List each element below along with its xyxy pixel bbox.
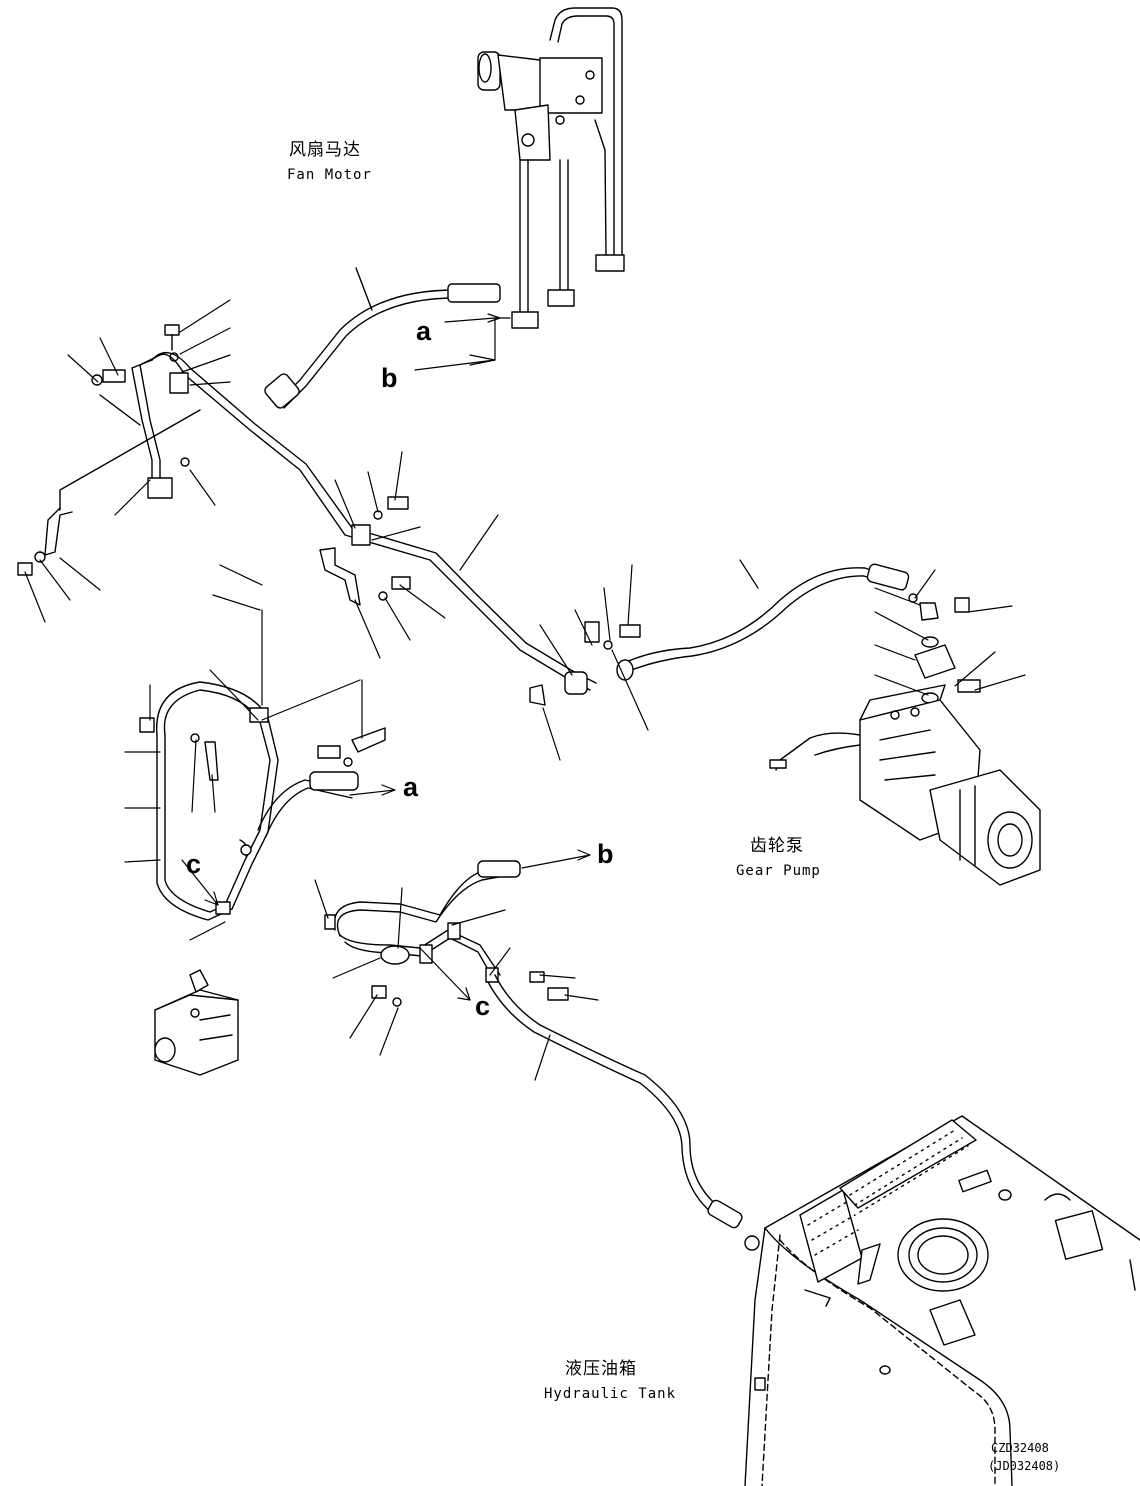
clamp-hardware-middle (320, 497, 640, 705)
lower-tube-assembly (325, 861, 520, 982)
ref-b-lower-hose: b (597, 839, 614, 869)
drawing-code: CZD32408 (991, 1441, 1049, 1455)
tank-hose (372, 972, 759, 1250)
ref-c-loop: c (186, 849, 202, 879)
fan-motor-label-en: Fan Motor (287, 167, 372, 183)
loop-to-a-hose (258, 728, 385, 836)
gear-pump (770, 685, 1040, 885)
left-loop-tube (140, 682, 278, 920)
gear-pump-label-cn: 齿轮泵 (750, 836, 804, 856)
small-pump (155, 970, 238, 1075)
fan-motor-hose (263, 268, 500, 410)
steel-tube-main (132, 353, 596, 694)
fan-motor (478, 8, 624, 328)
hydraulic-tank-label-cn: 液压油箱 (565, 1359, 637, 1379)
gear-pump-label-en: Gear Pump (736, 863, 821, 879)
gear-pump-hose (617, 563, 980, 703)
ref-a-fan-motor: a (416, 316, 432, 346)
drawing-code-secondary: (JD032408) (988, 1459, 1061, 1473)
ref-a-loop-hose: a (403, 772, 419, 802)
leader-lines (25, 300, 1025, 1080)
hydraulic-tank (745, 1116, 1140, 1486)
ref-b-fan-motor: b (381, 363, 398, 393)
reference-arrows (182, 314, 590, 1000)
clamp-hardware-upper-left (18, 325, 200, 575)
fan-motor-label-cn: 风扇马达 (289, 140, 361, 160)
ref-c-lower: c (475, 991, 491, 1021)
hydraulic-tank-label-en: Hydraulic Tank (544, 1386, 677, 1402)
